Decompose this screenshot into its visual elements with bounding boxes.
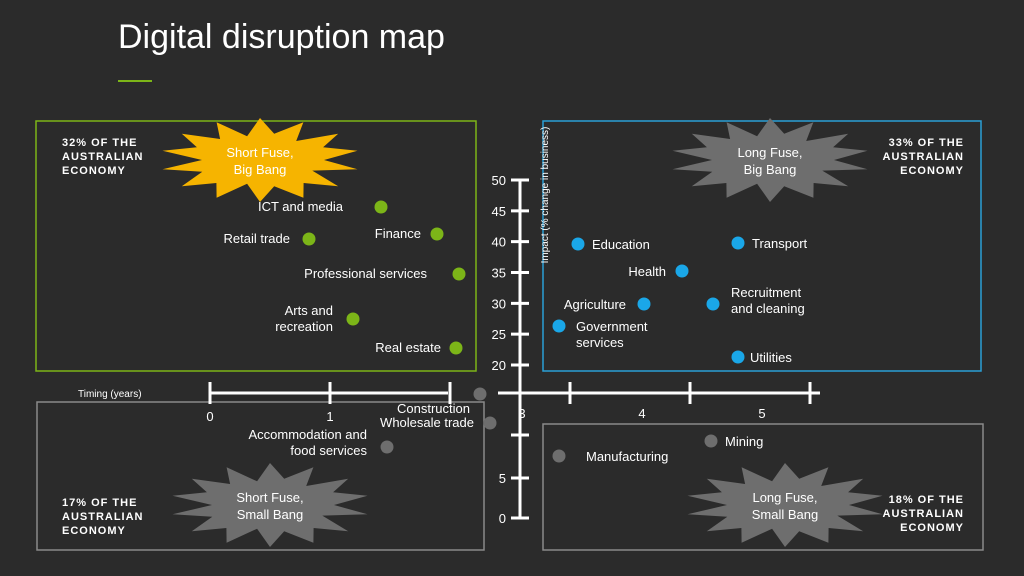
data-point-label: Transport	[752, 236, 808, 251]
page-title: Digital disruption map	[118, 18, 445, 56]
data-point-label: Education	[592, 237, 650, 252]
data-point-label: Arts and	[285, 303, 333, 318]
quadrant-share-short-fuse-small-bang: ECONOMY	[62, 525, 126, 537]
quadrant-box-short-fuse-big-bang	[35, 120, 477, 372]
y-tick-label: 25	[492, 327, 506, 342]
data-point-label: Construction	[397, 401, 470, 416]
y-tick-label: 35	[492, 266, 506, 281]
data-point-label: recreation	[275, 319, 333, 334]
data-point	[552, 449, 566, 463]
quadrant-share-short-fuse-small-bang: 17% OF THE	[62, 497, 137, 509]
data-point	[704, 434, 718, 448]
quadrant-share-short-fuse-small-bang: AUSTRALIAN	[62, 511, 144, 523]
data-point-label: Retail trade	[224, 231, 290, 246]
data-point-label: Utilities	[750, 350, 792, 365]
burst-label-short-fuse-small-bang: Small Bang	[237, 507, 303, 522]
quadrant-share-short-fuse-big-bang: 32% OF THE	[62, 137, 137, 149]
quadrant-share-short-fuse-big-bang: AUSTRALIAN	[62, 151, 144, 163]
burst-label-long-fuse-small-bang: Small Bang	[752, 507, 818, 522]
quadrant-share-long-fuse-big-bang: ECONOMY	[900, 165, 964, 177]
y-tick-label: 5	[499, 471, 506, 486]
data-point-label: Recruitment	[731, 285, 801, 300]
y-tick-label: 20	[492, 358, 506, 373]
y-tick-label: 0	[499, 511, 506, 526]
data-point-label: Real estate	[375, 340, 441, 355]
quadrant-share-long-fuse-small-bang: ECONOMY	[900, 522, 964, 534]
burst-icon-short-fuse-big-bang	[162, 118, 358, 202]
y-tick-label: 30	[492, 296, 506, 311]
x-tick-label: 1	[326, 409, 333, 424]
burst-label-short-fuse-big-bang: Short Fuse,	[226, 145, 293, 160]
data-point-label: Health	[628, 264, 666, 279]
data-point-label: Mining	[725, 434, 763, 449]
x-tick-label: 5	[758, 406, 765, 421]
data-point	[483, 416, 497, 430]
data-point	[473, 387, 487, 401]
quadrant-share-long-fuse-big-bang: 33% OF THE	[889, 137, 964, 149]
data-point	[675, 264, 689, 278]
data-point	[552, 319, 566, 333]
x-tick-label: 4	[638, 406, 645, 421]
title-underline	[118, 80, 152, 82]
burst-label-long-fuse-big-bang: Long Fuse,	[737, 145, 802, 160]
data-point-label: food services	[290, 443, 367, 458]
y-tick-label: 40	[492, 235, 506, 250]
data-point	[430, 227, 444, 241]
quadrant-share-long-fuse-big-bang: AUSTRALIAN	[883, 151, 965, 163]
x-tick-label: 0	[206, 409, 213, 424]
data-point-label: Government	[576, 319, 648, 334]
data-point	[731, 236, 745, 250]
burst-icon-short-fuse-small-bang	[172, 463, 368, 547]
y-axis-title: Impact (% change in business)	[540, 127, 551, 264]
burst-label-short-fuse-big-bang: Big Bang	[234, 162, 287, 177]
y-tick-label: 45	[492, 204, 506, 219]
data-point-label: ICT and media	[258, 199, 344, 214]
data-point-label: Professional services	[304, 266, 427, 281]
burst-icon-long-fuse-small-bang	[687, 463, 883, 547]
burst-label-long-fuse-small-bang: Long Fuse,	[752, 490, 817, 505]
data-point-label: Manufacturing	[586, 449, 668, 464]
data-point-label: and cleaning	[731, 301, 805, 316]
quadrant-share-short-fuse-big-bang: ECONOMY	[62, 165, 126, 177]
x-tick-label: 3	[518, 406, 525, 421]
data-point	[374, 200, 388, 214]
data-point-label: Finance	[375, 226, 421, 241]
data-point-label: Agriculture	[564, 297, 626, 312]
quadrant-share-long-fuse-small-bang: AUSTRALIAN	[883, 508, 965, 520]
data-point-label: Accommodation and	[248, 427, 367, 442]
data-point	[706, 297, 720, 311]
data-point	[380, 440, 394, 454]
data-point	[731, 350, 745, 364]
quadrant-box-long-fuse-big-bang	[542, 120, 982, 372]
data-point	[302, 232, 316, 246]
quadrant-box-short-fuse-small-bang	[36, 401, 485, 551]
burst-label-long-fuse-big-bang: Big Bang	[744, 162, 797, 177]
data-point	[449, 341, 463, 355]
data-point-label: services	[576, 335, 624, 350]
data-point	[452, 267, 466, 281]
burst-label-short-fuse-small-bang: Short Fuse,	[236, 490, 303, 505]
data-point	[571, 237, 585, 251]
quadrant-box-long-fuse-small-bang	[542, 423, 984, 551]
x-axis-title: Timing (years)	[78, 389, 142, 400]
y-tick-label: 50	[492, 173, 506, 188]
data-point	[637, 297, 651, 311]
data-point	[346, 312, 360, 326]
burst-icon-long-fuse-big-bang	[672, 118, 868, 202]
quadrant-share-long-fuse-small-bang: 18% OF THE	[889, 494, 964, 506]
data-point-label: Wholesale trade	[380, 415, 474, 430]
